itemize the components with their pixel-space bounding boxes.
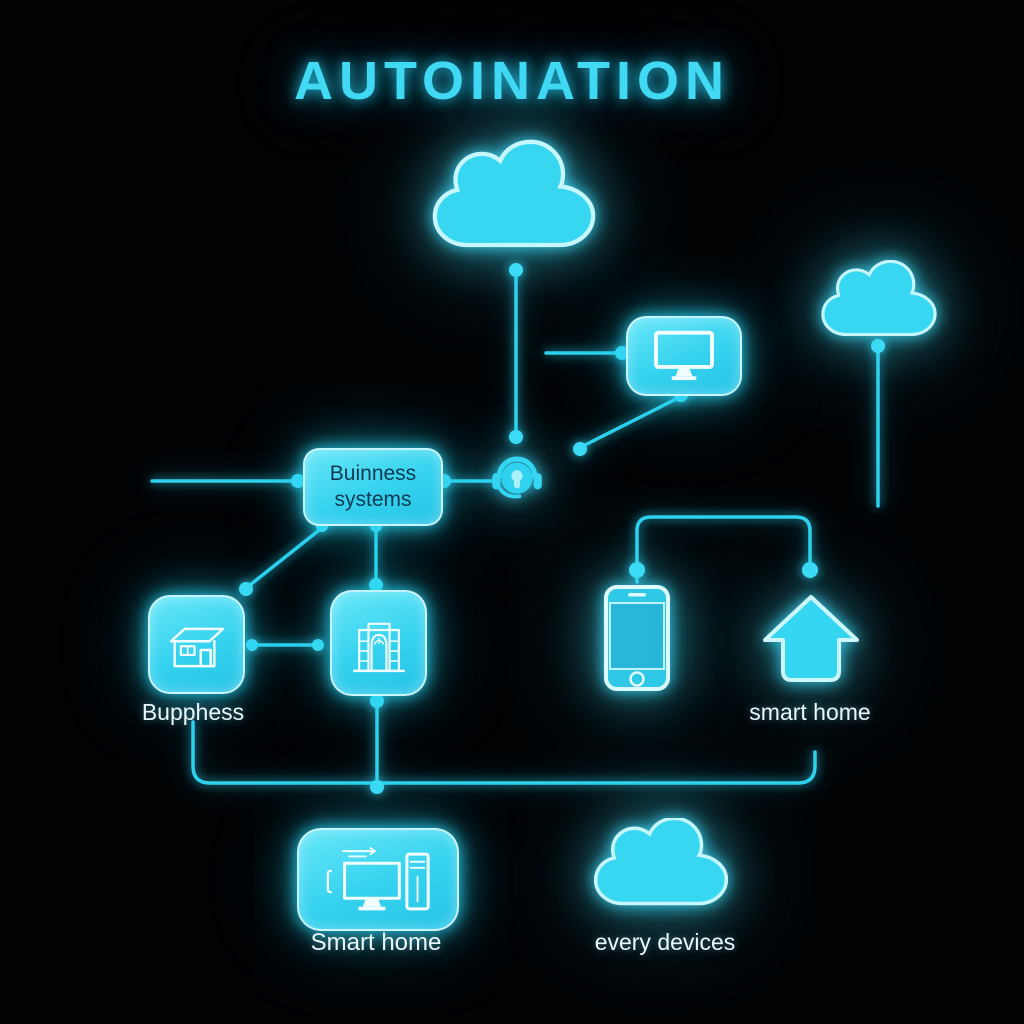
page-title: AUTOINATION: [294, 51, 730, 111]
building-node: [330, 590, 427, 696]
workstation-node: [297, 828, 459, 931]
building-icon: [352, 622, 405, 673]
cloud-icon: [593, 818, 729, 906]
business-systems-label: Buinness systems: [329, 461, 417, 511]
devices-cloud-label: every devices: [594, 929, 736, 955]
smartphone-icon: [604, 585, 670, 691]
monitor-node: [626, 316, 742, 396]
smart-home-label: smart home: [749, 699, 871, 725]
business-systems-node: Buinness systems: [303, 448, 443, 526]
monitor-icon: [654, 330, 714, 381]
cloud-icon: [821, 260, 937, 337]
house-node: [148, 595, 245, 694]
house-icon: [169, 627, 224, 667]
headset-icon: [492, 456, 542, 499]
cloud-icon: [432, 139, 596, 248]
workstation-icon: [326, 846, 430, 910]
house-node-label: Bupphess: [141, 699, 245, 725]
workstation-label: Smart home: [310, 929, 442, 956]
home-arrow-icon: [763, 595, 859, 682]
